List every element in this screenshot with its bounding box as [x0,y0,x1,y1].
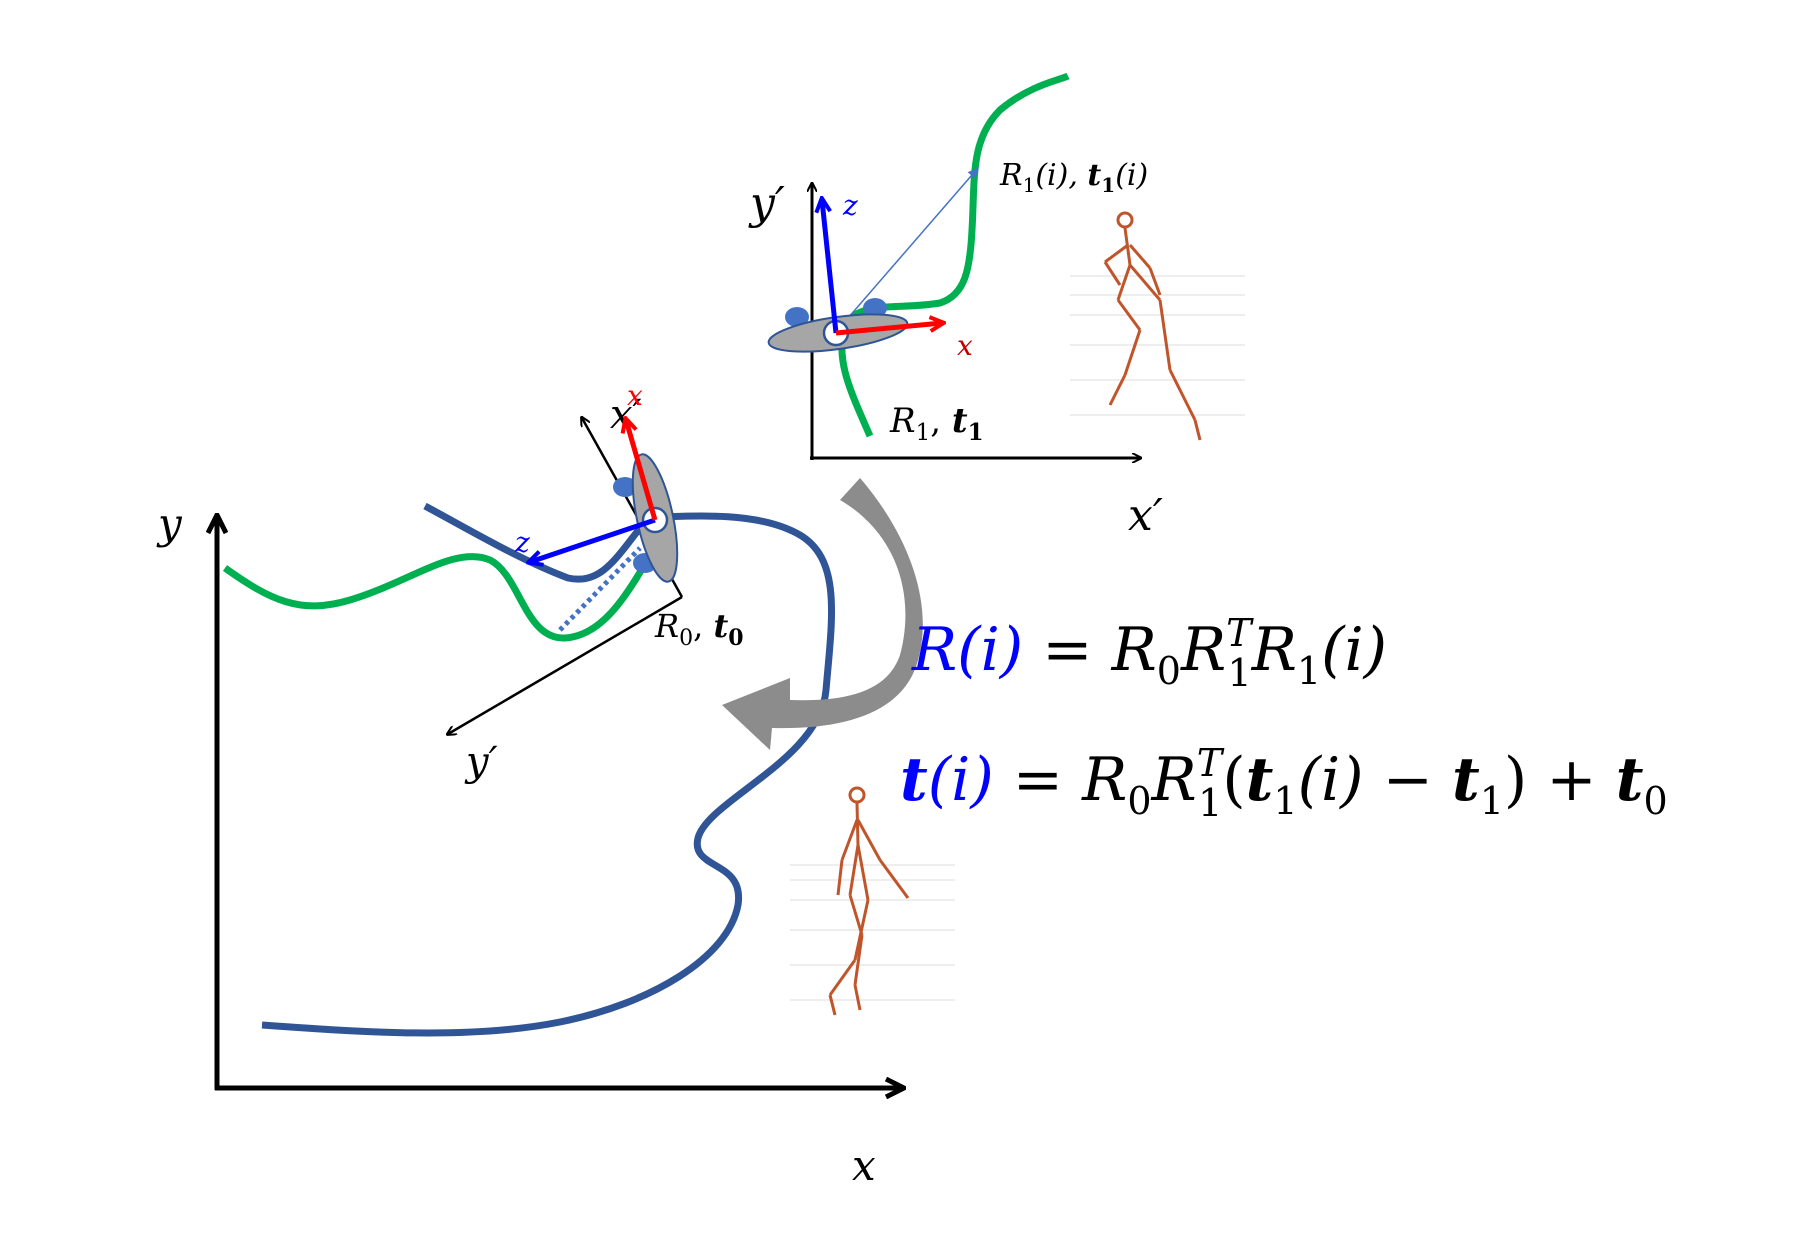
foot-icon [863,298,887,318]
curved-arrow-icon [722,478,923,750]
local-y-label: y′ [748,178,785,229]
source-trajectory-path [838,72,1070,438]
local-frame: x′ y′ [748,178,1163,541]
dotted-link [558,546,642,632]
frame0-red-x-label: x [627,379,643,412]
world-frame: x y [156,499,902,1190]
frame0-y-prime-axis [448,595,683,734]
world-trajectory-path [261,512,836,1037]
foot-icon [785,307,809,327]
frame0-z-label: z [514,526,530,559]
frame0-x-axis [626,420,658,521]
frame1-pose-label: R1, t1 [889,401,984,446]
frame0: x′ y′ z x R0, t0 [448,379,744,785]
skeleton-icon [1070,211,1245,441]
skeleton-icon [790,786,955,1016]
retargeted-trajectory-path [222,553,654,642]
world-x-label: x [852,1141,876,1190]
frame1-z-axis [822,200,839,334]
frame0-y-prime-label: y′ [464,739,498,785]
frame1-z-label: z [842,189,858,222]
frame0-pose-label: R0, t0 [654,607,744,651]
world-y-label: y [156,499,183,548]
local-x-label: x′ [1128,490,1163,541]
frame1-x-axis [835,323,942,336]
target-pointer [834,167,979,334]
frame1-x-label: x [957,329,973,362]
frame1-target-label: R1(i), t1(i) [999,158,1148,197]
world-trajectory-tail [423,502,643,583]
frame0-z-axis [530,517,656,562]
foot-icon [613,477,637,497]
frame1: z x R1, t1 R1(i), t1(i) [767,158,1148,446]
